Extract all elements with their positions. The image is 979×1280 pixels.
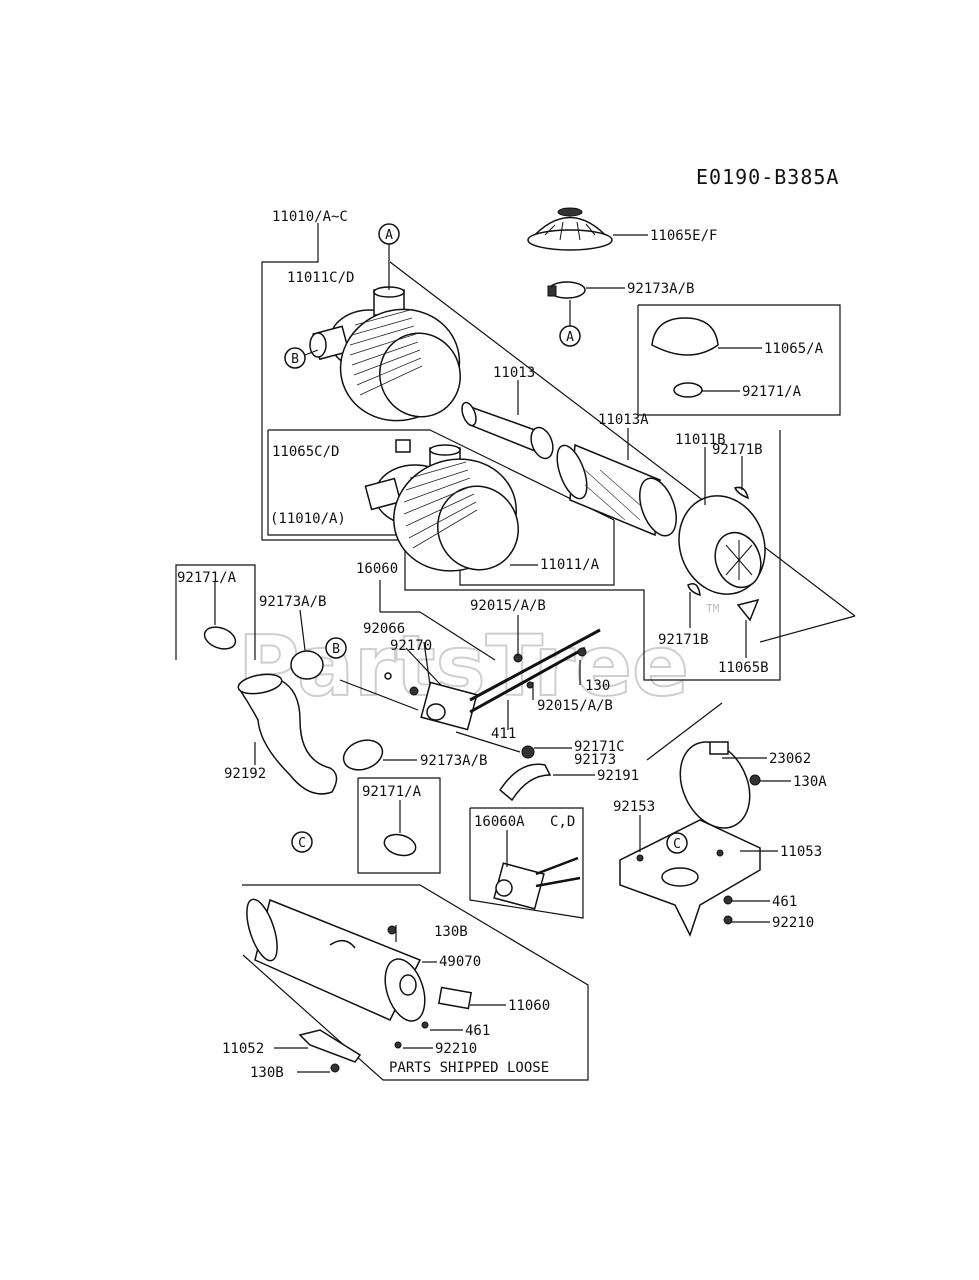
muffler: [246, 898, 473, 1049]
callout-label: B: [291, 352, 299, 367]
part-label: 461: [772, 894, 797, 910]
part-label: 11013: [493, 365, 535, 381]
callout-circle: [291, 831, 313, 853]
part-label: 92171/A: [742, 384, 802, 400]
part-label: 130: [585, 678, 610, 694]
manifold-16060a: [493, 856, 581, 910]
part-label: 16060: [356, 561, 398, 577]
callout-label: B: [332, 642, 340, 657]
callout-label: C: [298, 836, 306, 851]
part-label: 11013A: [598, 412, 649, 428]
part-label: 92171B: [712, 442, 763, 458]
part-label: 92015/A/B: [537, 698, 613, 714]
part-label: 92015/A/B: [470, 598, 546, 614]
part-label: 92153: [613, 799, 655, 815]
clamp-left: [203, 626, 417, 857]
callout-circles: A A B B C C: [284, 223, 688, 854]
part-label: 92192: [224, 766, 266, 782]
part-label: (11010/A): [270, 511, 346, 527]
part-label: 92171/A: [177, 570, 237, 586]
part-label: 11060: [508, 998, 550, 1014]
part-label: 92171B: [658, 632, 709, 648]
part-label: 92066: [363, 621, 405, 637]
dust-cup: [527, 207, 613, 251]
end-cap-11011b: [678, 486, 766, 622]
air-cleaner-assembly-c-d: [364, 439, 519, 572]
part-label: 11011/A: [540, 557, 600, 573]
diagram-code: E0190-B385A: [696, 165, 839, 189]
part-label: 411: [491, 726, 516, 742]
trademark: TM: [706, 602, 720, 615]
callout-label: A: [385, 228, 393, 243]
part-label: 92210: [772, 915, 814, 931]
part-label: 11065/A: [764, 341, 824, 357]
callout-label: C: [673, 837, 681, 852]
part-label: 11011B: [675, 432, 726, 448]
part-label: 92173A/B: [259, 594, 326, 610]
mount-bracket-11053: [619, 819, 761, 937]
part-label: 11010/A~C: [272, 209, 348, 225]
hose-clamp-top: [547, 281, 586, 299]
part-label: 11053: [780, 844, 822, 860]
part-label: 16060A: [474, 814, 525, 830]
breather-hose: [499, 745, 552, 802]
part-label: 130A: [793, 774, 827, 790]
part-label: 92173: [574, 752, 616, 768]
part-label: C,D: [550, 814, 575, 830]
part-label: 461: [465, 1023, 490, 1039]
part-label: 49070: [439, 954, 481, 970]
clamp-bracket-23062: [679, 741, 761, 829]
muffler-bracket: [298, 1029, 362, 1073]
part-label: 92191: [597, 768, 639, 784]
intake-hose: [237, 673, 338, 795]
part-label: 92171/A: [362, 784, 422, 800]
part-labels: 11010/A~C 11011C/D 11065E/F 92173A/B 110…: [177, 209, 827, 1081]
cap-11065a: [651, 317, 719, 398]
inner-filter-element: [461, 401, 554, 460]
callout-circle: [666, 832, 688, 854]
intake-manifold: [384, 628, 601, 731]
part-label: 92171C: [574, 739, 625, 755]
part-label: 11052: [222, 1041, 264, 1057]
air-cleaner-assembly: [309, 286, 461, 422]
part-label: 92173A/B: [420, 753, 487, 769]
part-label: 11065E/F: [650, 228, 717, 244]
part-label: 11065B: [718, 660, 769, 676]
callout-label: A: [566, 330, 574, 345]
part-label: 11065C/D: [272, 444, 339, 460]
part-label: 130B: [434, 924, 468, 940]
part-label: 92173A/B: [627, 281, 694, 297]
callout-circle: [325, 637, 347, 659]
parts-shipped-loose-note: PARTS SHIPPED LOOSE: [389, 1060, 549, 1076]
part-label: 92170: [390, 638, 432, 654]
part-label: 92210: [435, 1041, 477, 1057]
outer-filter-element: [556, 443, 677, 537]
callout-circle: [284, 347, 306, 369]
part-label: 11011C/D: [287, 270, 354, 286]
part-label: 130B: [250, 1065, 284, 1081]
part-label: 23062: [769, 751, 811, 767]
group-frames: [175, 223, 856, 1081]
